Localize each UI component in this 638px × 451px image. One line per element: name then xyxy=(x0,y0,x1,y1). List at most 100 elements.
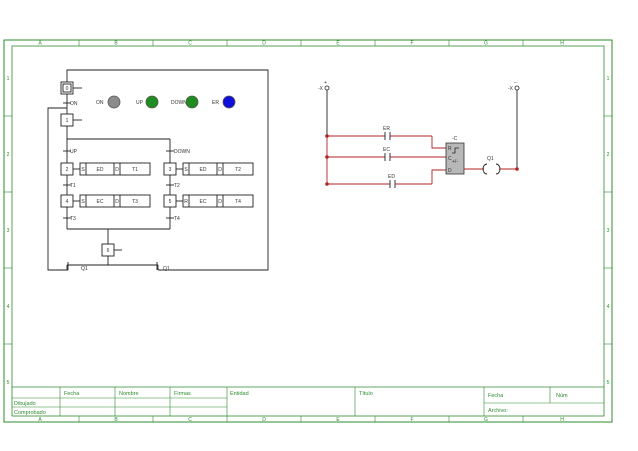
ladder-diagram: -X + -X − ER EC ED -C xyxy=(318,80,520,188)
col-label-bottom-f: F xyxy=(410,417,413,423)
transition-q1-left-label: Q1 xyxy=(81,266,88,272)
lamp-er-indicator-icon xyxy=(222,95,236,109)
junction-dot-icon xyxy=(325,134,329,138)
junction-dot-icon xyxy=(325,182,329,186)
title-block: Fecha Nombre Firmas Entidad Título Fecha… xyxy=(12,386,604,416)
lamp-on-label: ON xyxy=(96,100,104,106)
transition-t3-label: T3 xyxy=(70,216,76,222)
title-col-nombre: Nombre xyxy=(119,391,139,397)
rising-edge-icon xyxy=(452,147,459,154)
action-3-delay: D xyxy=(218,167,222,173)
transition-t1-label: T1 xyxy=(70,183,76,189)
col-label-top-f: F xyxy=(410,41,413,47)
action-2-qualifier: S xyxy=(81,167,85,173)
row-label-right-1: 1 xyxy=(607,76,610,82)
row-label-right-4: 4 xyxy=(607,304,610,310)
lamp-up-indicator-icon xyxy=(145,95,159,109)
contact-ec-label: EC xyxy=(383,147,390,153)
col-label-bottom-c: C xyxy=(188,417,192,423)
inner-frame xyxy=(11,45,605,417)
plus-sign: + xyxy=(324,80,327,86)
transition-q1-right-label: Q1 xyxy=(163,266,170,272)
row-label-right-5: 5 xyxy=(607,380,610,386)
left-rail-terminal-icon xyxy=(324,85,330,91)
counter-pin-c: C xyxy=(448,156,452,162)
coil-icon xyxy=(482,163,488,175)
title-col-firmas: Firmas xyxy=(174,391,191,397)
action-5-delay: D xyxy=(218,199,222,205)
transition-on-label: ON xyxy=(70,101,78,107)
lamp-on-indicator-icon xyxy=(107,95,121,109)
action-4-qualifier: S xyxy=(81,199,85,205)
junction-dot-icon xyxy=(515,167,519,171)
action-3-name: ED xyxy=(200,167,207,173)
row-label-left-3: 3 xyxy=(7,228,10,234)
action-3-qualifier: S xyxy=(184,167,188,173)
row-label-left-4: 4 xyxy=(7,304,10,310)
lamp-er-label: ER xyxy=(212,100,219,106)
title-comprobado: Comprobado xyxy=(14,410,46,416)
action-5-timer: T4 xyxy=(235,199,241,205)
grafcet-diagram: 0 ON ON UP DOWN ER 1 UP 2 S ED xyxy=(47,69,269,272)
action-4-timer: T3 xyxy=(132,199,138,205)
right-rail-terminal-icon xyxy=(514,85,520,91)
col-label-bottom-d: D xyxy=(262,417,266,423)
right-rail-label: -X xyxy=(508,86,514,92)
action-2-name: ED xyxy=(97,167,104,173)
contact-er-label: ER xyxy=(383,126,390,132)
step-1-label: 1 xyxy=(66,118,69,124)
counter-name: -C xyxy=(452,136,458,142)
action-5-name: EC xyxy=(200,199,207,205)
step-6-label: 6 xyxy=(107,248,110,254)
action-5-qualifier: R xyxy=(184,199,188,205)
action-step-5 xyxy=(182,194,254,208)
col-label-top-b: B xyxy=(114,41,118,47)
transition-down-label: DOWN xyxy=(174,149,190,155)
col-label-top-c: C xyxy=(188,41,192,47)
transition-t4-label: T4 xyxy=(174,216,180,222)
title-archivo: Archivo: xyxy=(488,408,508,414)
col-label-bottom-a: A xyxy=(38,417,42,423)
col-label-top-h: H xyxy=(560,41,564,47)
step-5-label: 5 xyxy=(169,199,172,205)
col-label-top-d: D xyxy=(262,41,266,47)
counter-pin-r: R xyxy=(448,146,452,152)
title-entidad: Entidad xyxy=(230,391,249,397)
title-titulo: Título xyxy=(359,391,373,397)
col-label-top-e: E xyxy=(336,41,340,47)
lamp-down-label: DOWN xyxy=(171,100,187,106)
column-markers: A B C D E F G H A B C D E F G H xyxy=(38,40,564,423)
col-label-bottom-h: H xyxy=(560,417,564,423)
row-label-left-1: 1 xyxy=(7,76,10,82)
row-markers: 1 2 3 4 5 1 2 3 4 5 xyxy=(4,76,612,386)
step-2-label: 2 xyxy=(66,167,69,173)
action-step-3 xyxy=(182,162,254,176)
left-rail-label: -X xyxy=(318,86,324,92)
col-label-bottom-b: B xyxy=(114,417,118,423)
action-2-delay: D xyxy=(115,167,119,173)
counter-block xyxy=(445,142,465,175)
action-2-timer: T1 xyxy=(132,167,138,173)
row-label-right-2: 2 xyxy=(607,152,610,158)
lamp-down-indicator-icon xyxy=(185,95,199,109)
counter-sign: +/- xyxy=(452,159,458,165)
action-step-4 xyxy=(79,194,151,208)
title-col-fecha: Fecha xyxy=(64,391,80,397)
transition-t2-label: T2 xyxy=(174,183,180,189)
title-fecha: Fecha xyxy=(488,393,504,399)
junction-dot-icon xyxy=(325,155,329,159)
col-label-top-a: A xyxy=(38,41,42,47)
row-label-left-5: 5 xyxy=(7,380,10,386)
action-4-name: EC xyxy=(97,199,104,205)
counter-pin-d: D xyxy=(448,168,452,174)
title-num: Núm xyxy=(556,393,568,399)
step-0-label: 0 xyxy=(66,86,69,92)
outer-frame xyxy=(3,39,613,423)
action-4-delay: D xyxy=(115,199,119,205)
row-label-left-2: 2 xyxy=(7,152,10,158)
coil-q1-label: Q1 xyxy=(487,156,494,162)
transition-up-label: UP xyxy=(70,149,78,155)
title-dibujado: Dibujado xyxy=(14,401,36,407)
contact-ed-label: ED xyxy=(388,174,395,180)
